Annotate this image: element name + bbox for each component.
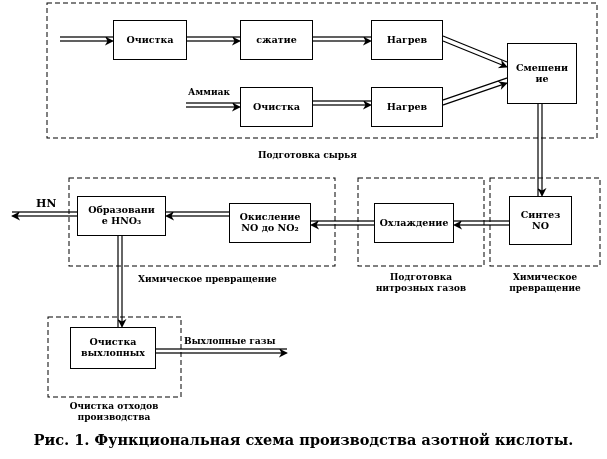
block-synthesis: Синтез NO bbox=[509, 196, 572, 245]
arrow-heating-1-to-mixing bbox=[442, 35, 508, 69]
arrow-cleaning-to-compression bbox=[187, 36, 241, 46]
block-formation: Образовани е HNO₃ bbox=[77, 196, 166, 236]
output-label-exhaust-gases: Выхлопные газы bbox=[184, 337, 276, 347]
figure-caption: Рис. 1. Функциональная схема производств… bbox=[33, 432, 574, 449]
arrow-cleaning-2-to-heating-2 bbox=[313, 100, 372, 110]
stage-label-nitrous-prep: Подготовка нитрозных газов bbox=[375, 273, 467, 294]
arrow-oxidation-to-formation bbox=[165, 211, 229, 221]
arrow-cooling-to-oxidation bbox=[310, 220, 374, 230]
region-chem-conv-right bbox=[489, 177, 601, 267]
arrow-synthesis-to-cooling bbox=[453, 220, 509, 230]
block-cleaning-1: Очистка bbox=[113, 20, 187, 60]
block-compression: сжатие bbox=[240, 20, 313, 60]
stage-label-waste-cleaning: Очистка отходов производства bbox=[69, 402, 159, 423]
arrow-ammonia-to-cleaning-2 bbox=[186, 102, 241, 112]
region-waste-cleaning bbox=[47, 316, 182, 398]
block-exhaust-cleaning: Очистка выхлопных bbox=[70, 327, 156, 369]
block-cooling: Охлаждение bbox=[374, 203, 454, 243]
input-label-ammonia: Аммиак bbox=[188, 88, 230, 98]
arrow-formation-to-product bbox=[11, 211, 77, 221]
arrow-heating-2-to-mixing bbox=[442, 77, 508, 106]
block-cleaning-2: Очистка bbox=[240, 87, 313, 127]
stage-label-chem-conv-right: Химическое превращение bbox=[509, 273, 581, 294]
output-label-product: HN bbox=[36, 197, 57, 210]
block-heating-1: Нагрев bbox=[371, 20, 443, 60]
region-chem-conv-left bbox=[68, 177, 336, 267]
region-raw-prep bbox=[46, 2, 598, 139]
block-heating-2: Нагрев bbox=[371, 87, 443, 127]
arrow-compression-to-heating bbox=[313, 36, 372, 46]
block-oxidation: Окисление NO до NO₂ bbox=[229, 203, 311, 243]
arrow-formation-to-exhaust-cleaning bbox=[117, 236, 127, 328]
stage-label-raw-prep: Подготовка сырья bbox=[258, 151, 357, 161]
stage-label-chem-conv-left: Химическое превращение bbox=[138, 275, 277, 285]
arrow-mixing-to-synthesis bbox=[537, 104, 547, 197]
region-nitrous-prep bbox=[357, 177, 485, 267]
arrow-input-to-cleaning-1 bbox=[60, 36, 114, 46]
arrow-exhaust-output bbox=[156, 348, 288, 358]
block-mixing: Смешени ие bbox=[507, 43, 577, 104]
